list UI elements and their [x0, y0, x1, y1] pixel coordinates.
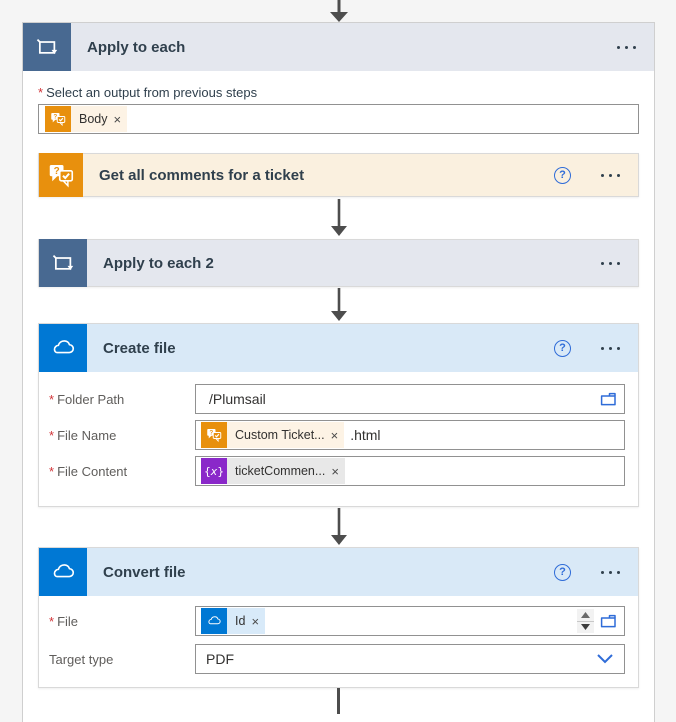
file-content-row: *File Content {x} ticketCommen... × [49, 456, 625, 486]
menu-ellipsis-icon[interactable] [599, 565, 622, 580]
loop-icon [23, 23, 71, 71]
remove-token-icon[interactable]: × [329, 464, 345, 479]
help-icon[interactable]: ? [554, 564, 571, 581]
connector [38, 197, 639, 239]
loop-icon [39, 239, 87, 287]
file-name-label: *File Name [49, 428, 195, 443]
connector-line [337, 688, 340, 714]
connector [38, 287, 639, 323]
value-stepper[interactable] [577, 609, 594, 633]
action-title: Convert file [103, 564, 186, 581]
svg-text:?: ? [54, 166, 60, 177]
apply-to-each-header[interactable]: Apply to each [23, 23, 654, 71]
stepper-up-icon[interactable] [577, 609, 594, 622]
action-title: Create file [103, 340, 176, 357]
convert-file-header[interactable]: Convert file ? [39, 548, 638, 596]
menu-ellipsis-icon[interactable] [615, 40, 638, 55]
custom-ticket-token[interactable]: ? Custom Ticket... × [201, 422, 344, 448]
menu-ellipsis-icon[interactable] [599, 168, 622, 183]
connector-arrow [321, 288, 357, 322]
get-comments-action[interactable]: ? Get all comments for a ticket ? [38, 153, 639, 197]
file-name-input[interactable]: ? Custom Ticket... × .html [195, 420, 625, 450]
convert-file-action: Convert file ? *File [38, 547, 639, 688]
id-token[interactable]: Id × [201, 608, 265, 634]
file-label: *File [49, 614, 195, 629]
folder-path-label: *Folder Path [49, 392, 195, 407]
help-icon[interactable]: ? [554, 167, 571, 184]
file-name-suffix: .html [350, 427, 380, 443]
folder-path-input[interactable]: /Plumsail [195, 384, 625, 414]
apply-to-each-scope: Apply to each *Select an output from pre… [22, 22, 655, 722]
target-type-value: PDF [206, 651, 234, 667]
create-file-action: Create file ? *Folder Path /Plumsail [38, 323, 639, 507]
menu-ellipsis-icon[interactable] [599, 256, 622, 271]
scope-title: Apply to each [87, 39, 185, 56]
connector-arrow [321, 508, 357, 546]
target-type-label: Target type [49, 652, 195, 667]
ticket-comments-token[interactable]: {x} ticketCommen... × [201, 458, 345, 484]
token-label: Custom Ticket... [235, 428, 325, 442]
file-content-label: *File Content [49, 464, 195, 479]
file-row: *File Id × [49, 606, 625, 636]
onedrive-icon [39, 548, 87, 596]
token-label: Id [235, 614, 245, 628]
remove-token-icon[interactable]: × [329, 428, 345, 443]
onedrive-icon [201, 608, 227, 634]
folder-picker-icon[interactable] [599, 390, 618, 409]
file-content-input[interactable]: {x} ticketCommen... × [195, 456, 625, 486]
menu-ellipsis-icon[interactable] [599, 341, 622, 356]
folder-path-value: /Plumsail [209, 391, 266, 407]
folder-path-row: *Folder Path /Plumsail [49, 384, 625, 414]
onedrive-icon [39, 324, 87, 372]
token-label: Body [79, 112, 108, 126]
comments-icon: ? [45, 106, 71, 132]
connector-arrow-top [319, 0, 359, 22]
comments-icon: ? [201, 422, 227, 448]
action-title: Apply to each 2 [103, 255, 214, 272]
variable-icon: {x} [201, 458, 227, 484]
create-file-header[interactable]: Create file ? [39, 324, 638, 372]
token-label: ticketCommen... [235, 464, 325, 478]
stepper-down-icon[interactable] [577, 622, 594, 634]
folder-picker-icon[interactable] [599, 612, 618, 631]
action-title: Get all comments for a ticket [99, 167, 304, 184]
connector [38, 688, 639, 714]
target-type-row: Target type PDF [49, 644, 625, 674]
file-input[interactable]: Id × [195, 606, 625, 636]
remove-token-icon[interactable]: × [112, 112, 128, 127]
file-name-row: *File Name ? [49, 420, 625, 450]
apply-to-each-2-action[interactable]: Apply to each 2 [38, 239, 639, 287]
param-label: *Select an output from previous steps [38, 85, 639, 100]
help-icon[interactable]: ? [554, 340, 571, 357]
connector-arrow [321, 199, 357, 237]
required-marker: * [38, 85, 43, 100]
target-type-select[interactable]: PDF [195, 644, 625, 674]
comments-icon: ? [39, 153, 83, 197]
chevron-down-icon [596, 653, 614, 665]
output-select-input[interactable]: ? Body × [38, 104, 639, 134]
remove-token-icon[interactable]: × [249, 614, 265, 629]
body-token[interactable]: ? Body × [45, 106, 127, 132]
connector [38, 507, 639, 547]
